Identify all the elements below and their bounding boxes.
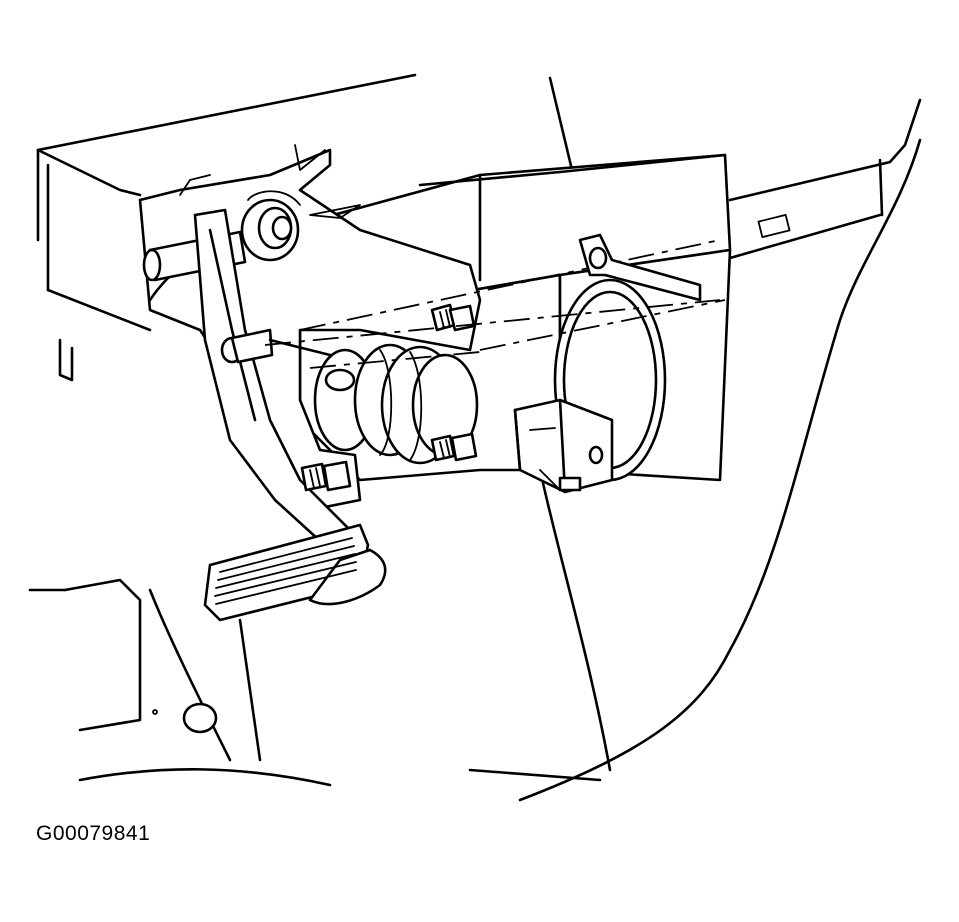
stud-upper [430,303,476,332]
clip-bracket [578,233,702,302]
floor-pan [28,578,332,787]
mounting-studs [300,303,478,492]
figure-id-label: G00079841 [36,822,151,845]
stud-lower-right [430,432,478,462]
pedal-pad [203,523,387,622]
pedal-switch-connector [513,398,614,494]
support-rail [698,98,922,260]
stud-lower-left [300,460,352,492]
booster-boot [313,343,479,465]
alignment-lines [264,239,726,369]
body-panel-outline [36,73,574,382]
